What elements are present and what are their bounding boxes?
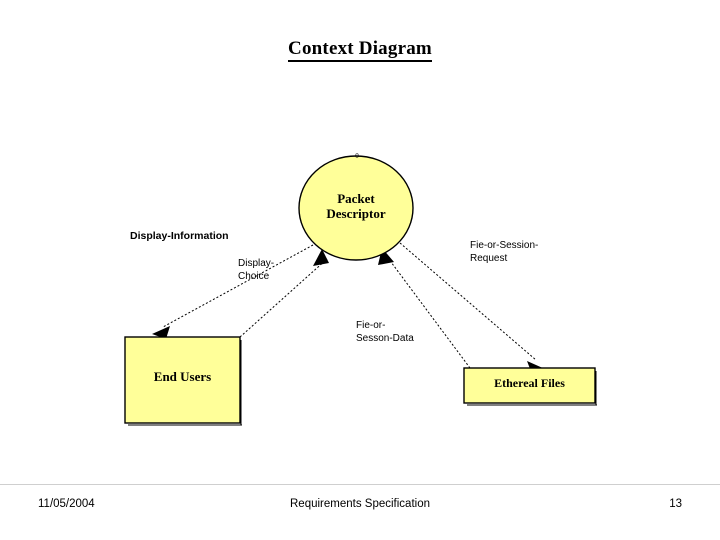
footer-page-number: 13 <box>669 498 682 510</box>
external-entity-end-users[interactable] <box>124 336 242 426</box>
flow-arrow-file-or-session-request <box>399 242 545 374</box>
external-entity-ethereal-files[interactable] <box>463 367 597 406</box>
flow-arrow-file-or-session-data <box>378 248 471 369</box>
footer-document-title: Requirements Specification <box>290 498 430 510</box>
footer-date: 11/05/2004 <box>38 498 95 510</box>
page-title: Context Diagram <box>0 38 720 62</box>
process-number: 0 <box>355 152 359 160</box>
flow-arrow-display-information <box>152 244 314 339</box>
slide-footer: 11/05/2004 Requirements Specification 13 <box>0 484 720 521</box>
process-packet-descriptor[interactable] <box>298 155 414 261</box>
page-title-text: Context Diagram <box>288 38 432 62</box>
flow-arrow-display-choice <box>239 249 329 338</box>
